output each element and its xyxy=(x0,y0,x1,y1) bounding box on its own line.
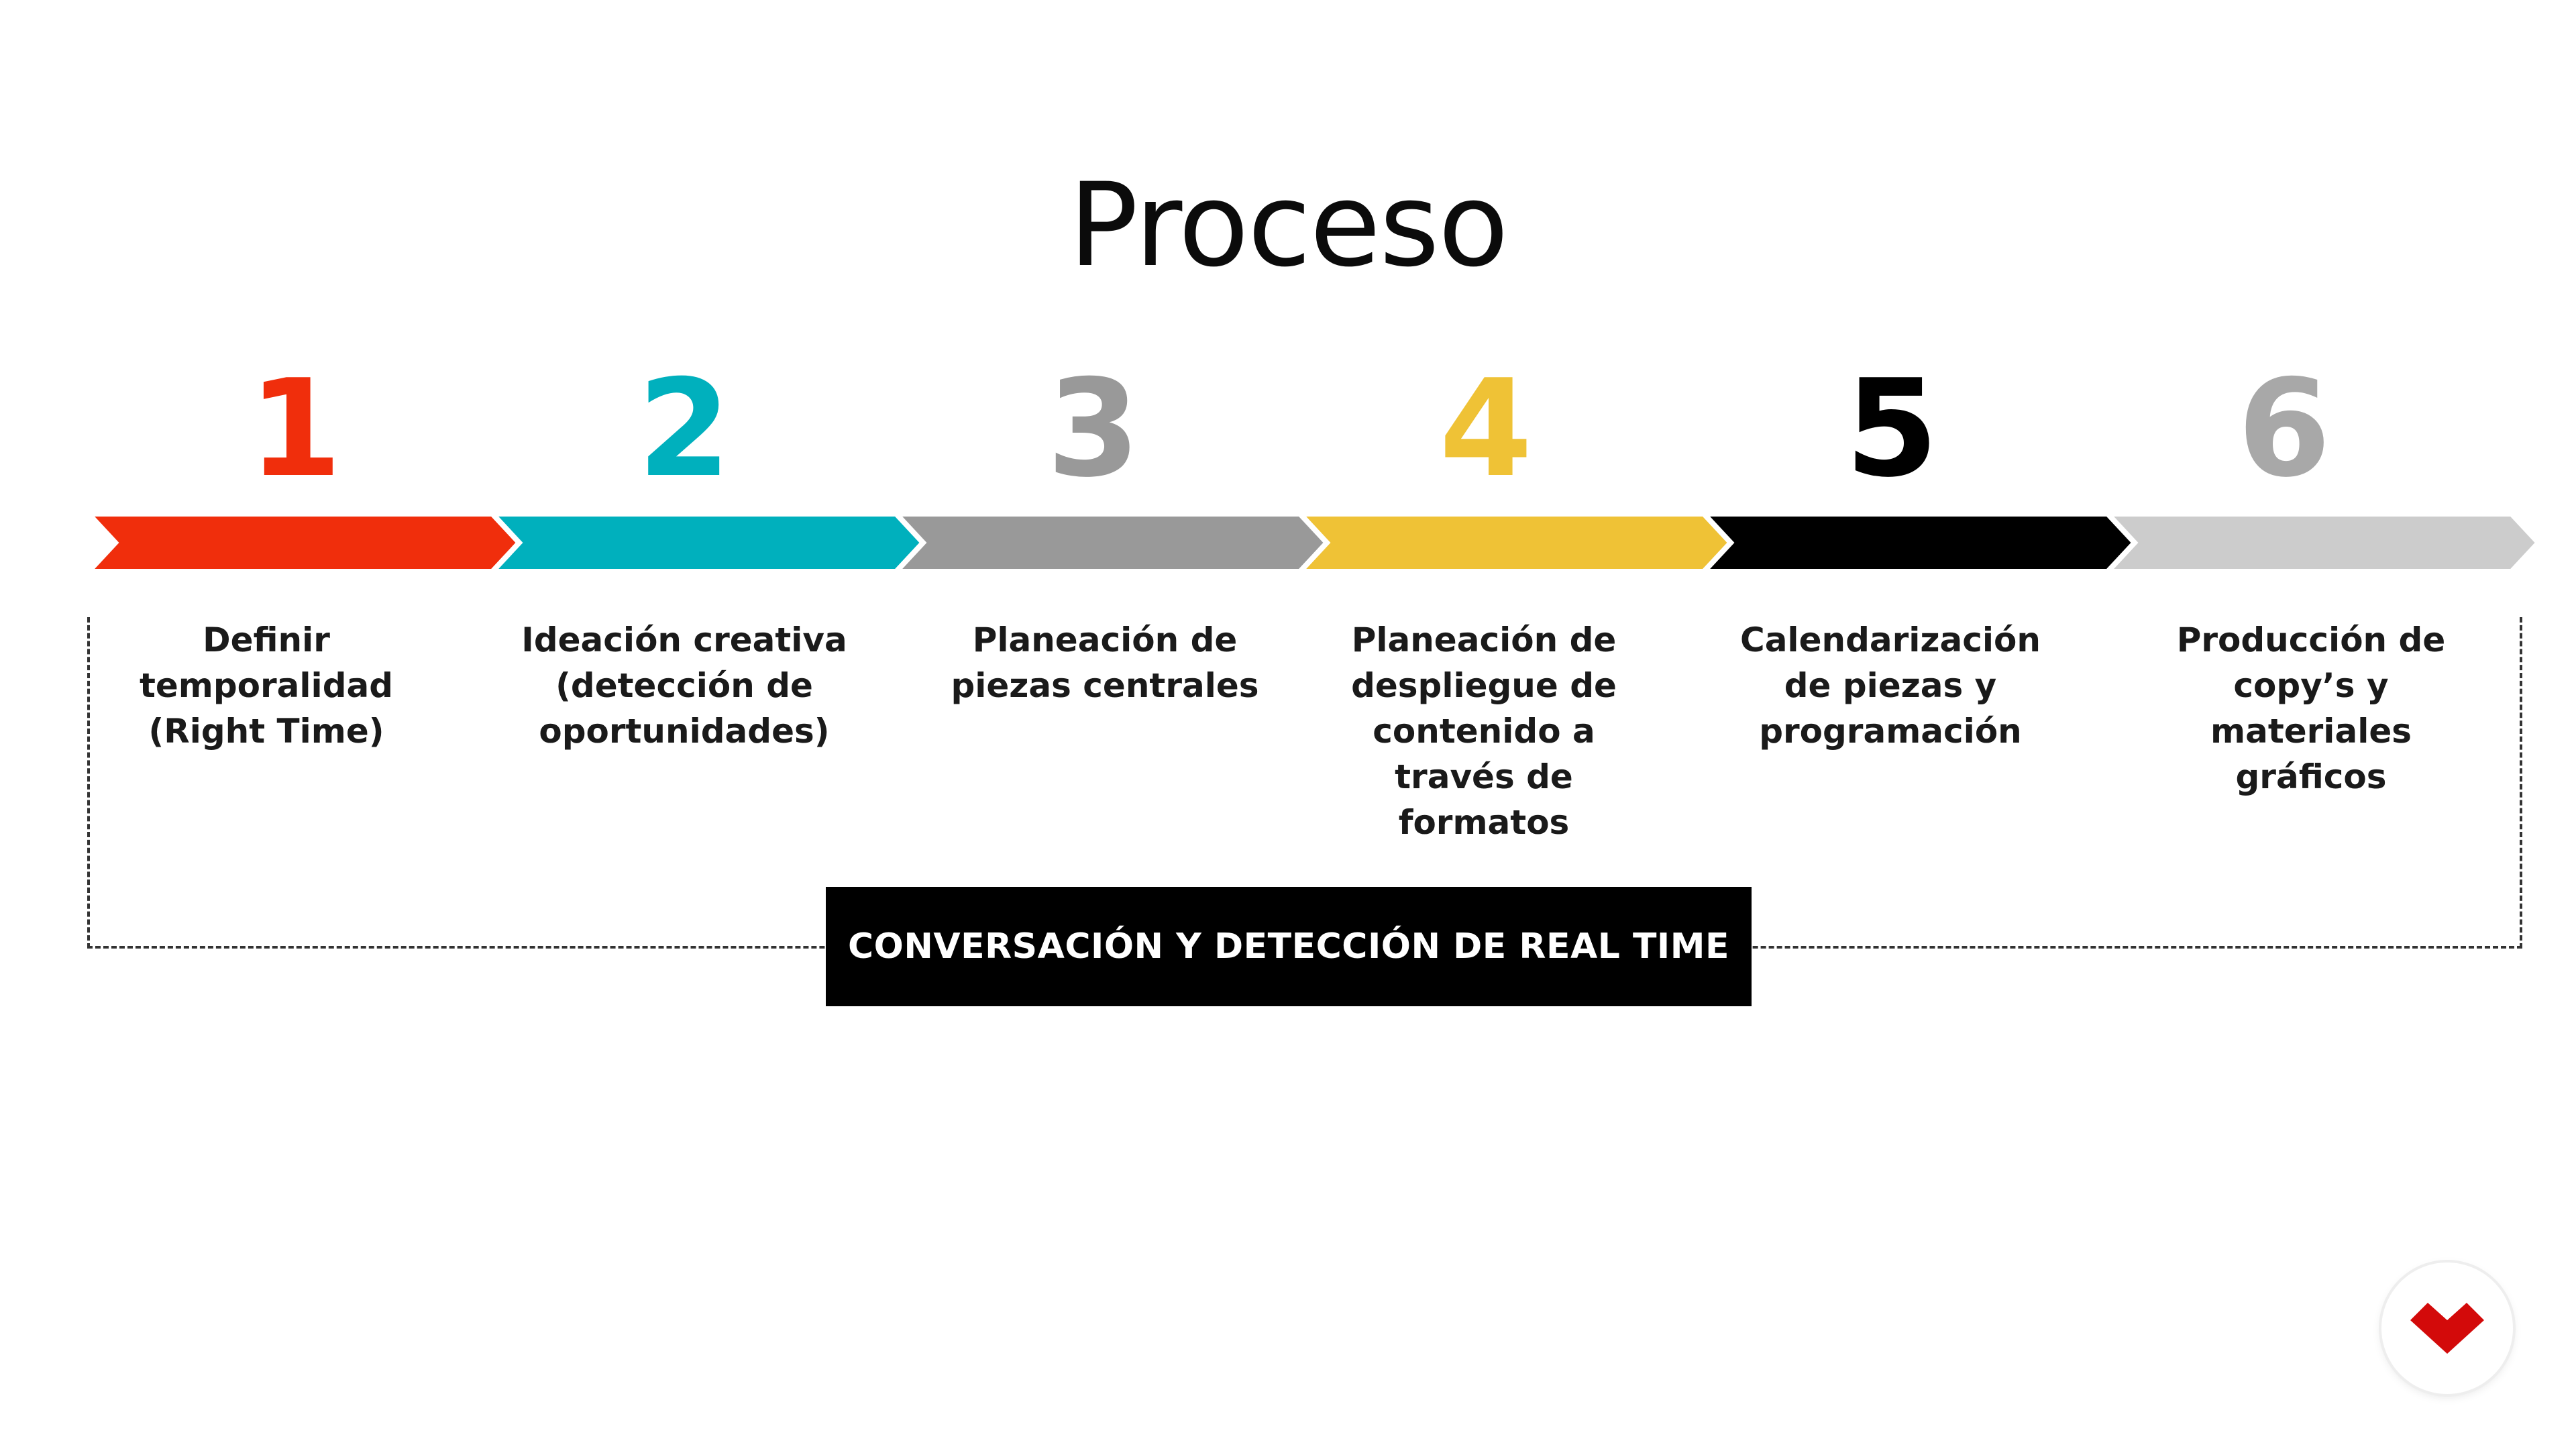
step-number-6: 6 xyxy=(2237,351,2331,507)
step-description-2: Ideación creativa (detección de oportuni… xyxy=(521,621,847,751)
step-description-3: Planeación de piezas centrales xyxy=(951,621,1259,705)
process-arrow-6 xyxy=(2101,511,2542,574)
red-chevron-logo-icon xyxy=(2410,1303,2484,1354)
step-description-5: Calendarización de piezas y programación xyxy=(1740,621,2041,751)
process-arrow-2 xyxy=(486,511,927,574)
process-arrow-1 xyxy=(82,511,523,574)
step-number-3: 3 xyxy=(1046,351,1140,507)
step-number-2: 2 xyxy=(637,351,731,507)
step-number-5: 5 xyxy=(1845,351,1939,507)
realtime-label-box: CONVERSACIÓN Y DETECCIÓN DE REAL TIME xyxy=(826,887,1752,1006)
step-number-1: 1 xyxy=(248,351,342,507)
page-title: Proceso xyxy=(1068,158,1509,293)
step-number-4: 4 xyxy=(1439,351,1533,507)
process-arrow-3 xyxy=(890,511,1331,574)
step-description-1: Definir temporalidad (Right Time) xyxy=(139,621,394,751)
process-arrow-5 xyxy=(1697,511,2139,574)
step-description-4: Planeación de despliegue de contenido a … xyxy=(1351,621,1617,842)
process-arrow-4 xyxy=(1293,511,1735,574)
step-description-6: Producción de copy’s y materiales gráfic… xyxy=(2176,621,2446,796)
process-arrow-bar xyxy=(82,511,2542,574)
logo-badge[interactable] xyxy=(2381,1263,2513,1394)
realtime-label: CONVERSACIÓN Y DETECCIÓN DE REAL TIME xyxy=(847,926,1730,967)
